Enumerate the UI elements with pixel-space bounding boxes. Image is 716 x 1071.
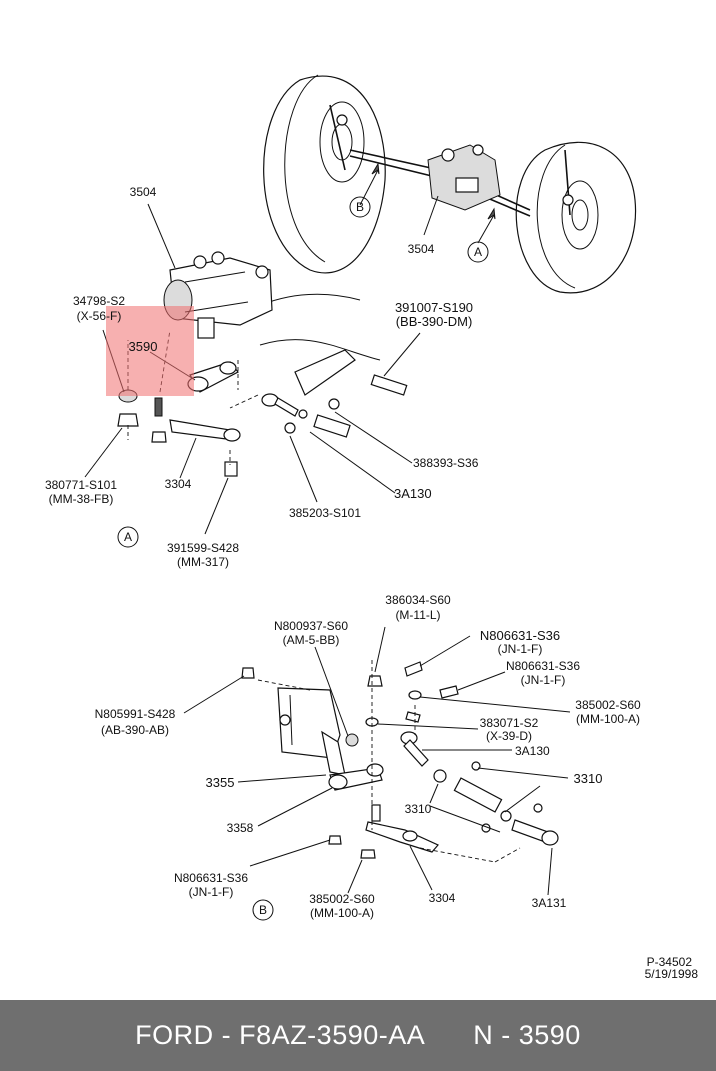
- label-m-11-l: (M-11-L): [395, 608, 440, 622]
- left-tire: [263, 74, 386, 274]
- label-am-5-bb: (AM-5-BB): [283, 633, 340, 647]
- label-34798-s2: 34798-S2: [73, 294, 125, 308]
- label-ab-390-ab: (AB-390-AB): [101, 723, 169, 737]
- label-mm-317: (MM-317): [177, 555, 229, 569]
- label-n806631-s36-a: N806631-S36: [480, 628, 560, 643]
- label-391007-s190: 391007-S190: [395, 300, 473, 315]
- label-n800937-s60: N800937-S60: [274, 619, 348, 633]
- label-3355: 3355: [206, 775, 235, 790]
- label-jn-1-f-c: (JN-1-F): [189, 885, 234, 899]
- label-3a130-b: 3A130: [515, 744, 550, 758]
- label-x-39-d: (X-39-D): [486, 729, 532, 743]
- label-386034-s60: 386034-S60: [385, 593, 451, 607]
- label-n806631-s36-b: N806631-S36: [506, 659, 580, 673]
- label-388393-s36: 388393-S36: [413, 456, 479, 470]
- label-3304-a: 3304: [165, 477, 192, 491]
- tie-rod-end: [261, 393, 351, 438]
- label-385203-s101: 385203-S101: [289, 506, 361, 520]
- label-jn-1-f-b: (JN-1-F): [521, 673, 566, 687]
- footer-part-number: F8AZ-3590-AA: [239, 1020, 426, 1050]
- label-3504-a: 3504: [130, 185, 157, 199]
- section-b: [183, 626, 571, 896]
- label-n805991-s428: N805991-S428: [95, 707, 176, 721]
- pitman-arm: [187, 361, 239, 393]
- label-a-top: A: [474, 245, 482, 259]
- right-tire: [515, 141, 637, 294]
- label-a-bottom: A: [124, 530, 132, 544]
- label-391599-s428: 391599-S428: [167, 541, 239, 555]
- label-bb-390-dm: (BB-390-DM): [396, 314, 473, 329]
- label-3358: 3358: [227, 821, 254, 835]
- label-3310-b: 3310: [405, 802, 432, 816]
- center-link: [169, 419, 241, 442]
- part-info-footer: FORD - F8AZ-3590-AA N - 3590: [0, 1000, 716, 1071]
- steering-gear-small: [427, 144, 501, 211]
- label-b-bottom: B: [259, 903, 267, 917]
- label-x-56-f: (X-56-F): [77, 309, 122, 323]
- footer-gap: [425, 1020, 473, 1051]
- footer-ref: N - 3590: [473, 1020, 581, 1050]
- label-3590: 3590: [129, 339, 158, 354]
- drawing-date: 5/19/1998: [645, 967, 699, 981]
- label-3310-a: 3310: [574, 771, 603, 786]
- drawing-number: P-34502: [647, 955, 693, 969]
- label-jn-1-f-a: (JN-1-F): [498, 642, 543, 656]
- label-385002-s60-a: 385002-S60: [575, 698, 641, 712]
- label-3a131: 3A131: [532, 896, 567, 910]
- callout-a-top-circle: [467, 241, 489, 263]
- label-380771-s101: 380771-S101: [45, 478, 117, 492]
- label-3304-b: 3304: [429, 891, 456, 905]
- label-3a130-a: 3A130: [394, 486, 432, 501]
- label-mm-38-fb: (MM-38-FB): [49, 492, 114, 506]
- highlight-3590: [106, 306, 194, 396]
- axle-overview: [263, 74, 637, 294]
- callout-a-bottom-circle: [117, 526, 139, 548]
- callout-b-bottom-circle: [252, 899, 274, 921]
- section-a: [84, 203, 421, 535]
- steering-linkage-diagram: 3504 3504 B A 34798-S2 (X-56-F) 3590 391…: [45, 74, 699, 981]
- label-385002-s60-b: 385002-S60: [309, 892, 375, 906]
- label-mm-100-a-b: (MM-100-A): [310, 906, 374, 920]
- label-3504-b: 3504: [408, 242, 435, 256]
- label-b-top: B: [356, 200, 364, 214]
- footer-separator: -: [213, 1020, 240, 1050]
- footer-brand: FORD: [135, 1020, 214, 1050]
- label-383071-s2: 383071-S2: [480, 716, 539, 730]
- label-n806631-s36-c: N806631-S36: [174, 871, 248, 885]
- callout-b-top-circle: [349, 196, 371, 218]
- steering-gear: [163, 251, 273, 339]
- label-mm-100-a-a: (MM-100-A): [576, 712, 640, 726]
